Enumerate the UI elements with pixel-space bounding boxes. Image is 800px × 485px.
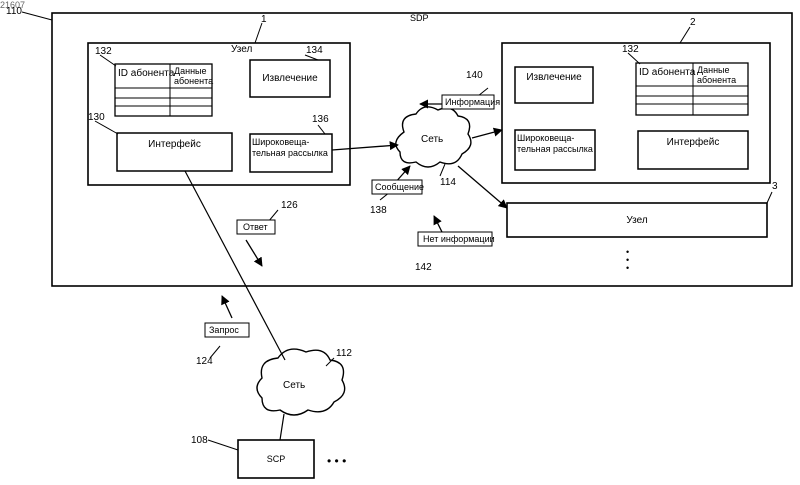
answer-ref: 126 [281,200,298,211]
node2-broadcast-label: Широковеща-тельная рассылка [517,133,595,167]
scp-ref: 108 [191,435,208,446]
info-label: Информация [445,97,500,107]
node1-interface-ref: 130 [88,112,105,123]
network-outer-label: Сеть [283,380,305,391]
node2-ref: 2 [690,17,696,28]
request-arrow [222,296,232,318]
request-label: Запрос [209,325,239,335]
no-info-ref: 142 [415,262,432,273]
node1-broadcast-ref: 136 [312,114,329,125]
scp-label: SCP [239,441,313,477]
request-ref: 124 [196,356,213,367]
node2-interface-label: Интерфейс [639,132,747,152]
node1-col-id: ID абонента [118,68,174,79]
ref-110-leader [22,12,52,20]
node1-table-ref: 132 [95,46,112,57]
node2-table-ref: 132 [622,44,639,55]
answer-label: Ответ [243,222,268,232]
node-ellipsis-vertical: ••• [626,248,634,272]
node2-col-data: Данные абонента [697,65,745,85]
node3-ref: 3 [772,181,778,192]
message-label: Сообщение [375,182,424,192]
node1-title: Узел [231,44,252,55]
node3-label: Узел [508,204,766,236]
network-outer-ref: 112 [336,348,352,359]
node2-ref-leader [680,27,690,43]
network-inner-label: Сеть [421,134,443,145]
network-to-node3-arrow [458,166,507,208]
node1-ref: 1 [261,14,267,25]
node1-extract-label: Извлечение [251,61,329,96]
node1-ref-leader [255,23,262,43]
answer-arrow [246,240,262,266]
node1-broadcast-label: Широковеща-тельная рассылка [252,137,330,169]
node3-ref-leader [767,192,772,203]
scp-network-link [280,414,284,440]
message-ref: 138 [370,205,387,216]
network-to-node2-arrow [472,130,502,138]
node1-extract-ref: 134 [306,45,323,56]
sdp-title: SDP [410,13,429,23]
node1-col-data: Данные абонента [174,66,210,86]
node1-interface-label: Интерфейс [118,134,231,154]
node2-col-id: ID абонента [639,67,695,78]
info-ref: 140 [466,70,483,81]
node2-extract-label: Извлечение [516,68,592,86]
broadcast-to-network-arrow [332,145,398,150]
network-inner-ref: 114 [440,177,456,188]
no-info-label: Нет информации [423,234,495,244]
ref-110: 110 [6,6,22,17]
scp-ellipsis: • • • [327,454,346,468]
no-info-arrow [434,216,442,232]
